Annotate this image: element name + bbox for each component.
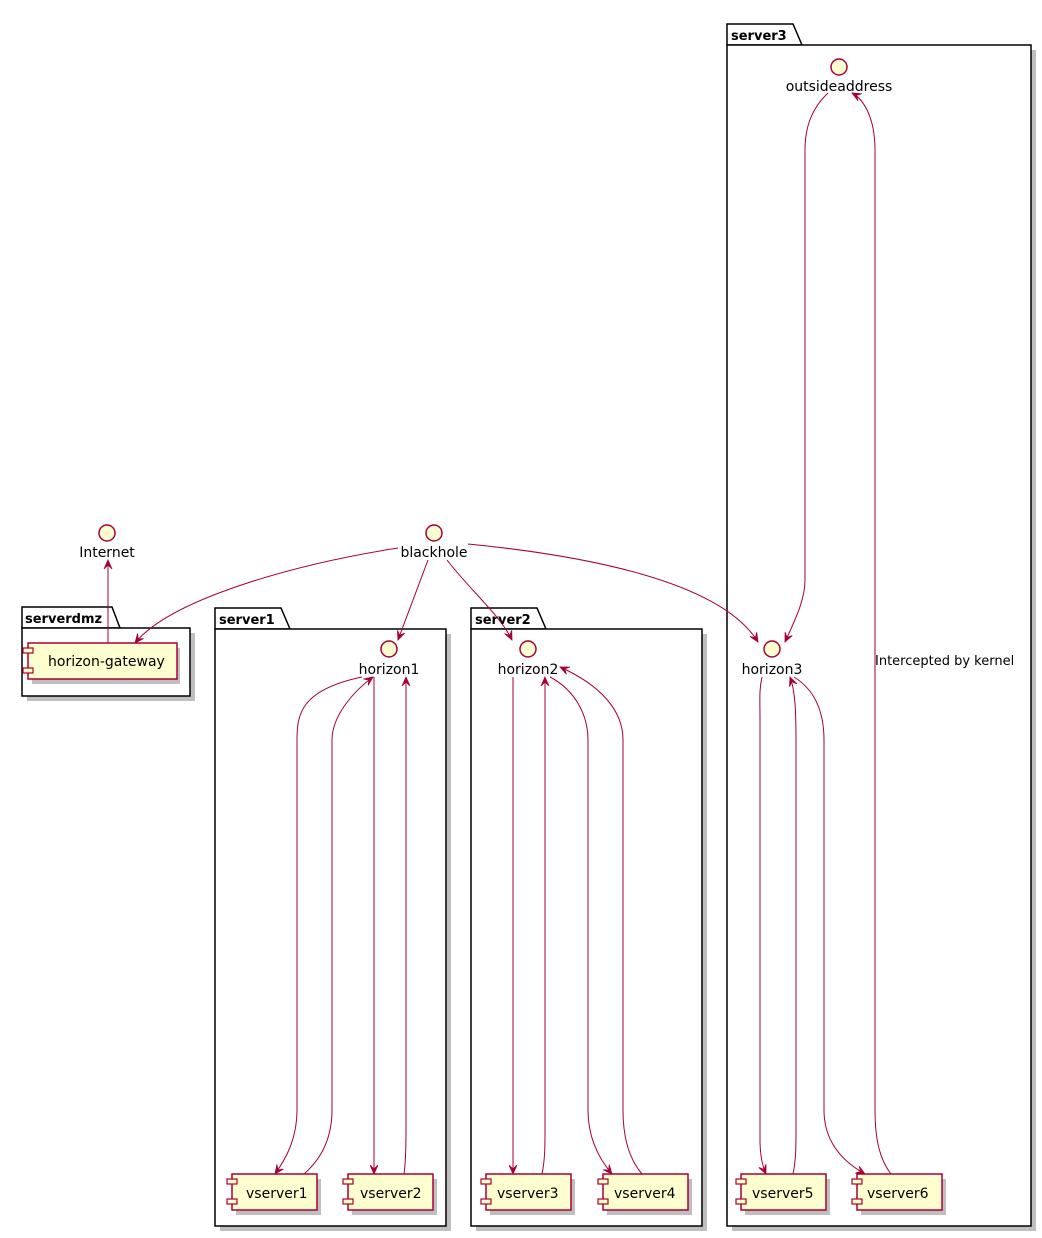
- component-tab-icon: [342, 1178, 354, 1185]
- edge-label-intercepted: Intercepted by kernel: [875, 654, 1014, 669]
- interface-label-horizon2: horizon2: [498, 662, 559, 678]
- interface-label-internet: Internet: [79, 545, 135, 561]
- package-server1[interactable]: server1: [214, 607, 451, 1231]
- component-vserver2[interactable]: vserver2: [342, 1173, 437, 1215]
- edge-vserver5-to-horizon3: [790, 677, 796, 1175]
- component-vserver3[interactable]: vserver3: [480, 1173, 575, 1215]
- interface-blackhole[interactable]: blackhole: [400, 524, 468, 561]
- edge-vserver3-to-horizon2: [542, 677, 545, 1175]
- interface-circle-icon: [425, 524, 443, 542]
- edge-vserver4-to-horizon2: [560, 666, 643, 1175]
- component-tab-icon: [22, 647, 34, 654]
- component-horizon-gateway[interactable]: horizon-gateway: [22, 642, 180, 684]
- edge-blackhole-to-gateway: [135, 547, 399, 643]
- component-vserver1[interactable]: vserver1: [226, 1173, 321, 1215]
- component-tab-icon: [851, 1198, 863, 1205]
- interface-horizon1[interactable]: horizon1: [359, 640, 420, 678]
- package-server3[interactable]: server3: [726, 23, 1036, 1231]
- edge-vserver6-to-outsideaddress: [852, 93, 892, 1175]
- edge-horizon2-to-vserver4: [549, 676, 612, 1174]
- component-vserver6[interactable]: vserver6: [851, 1173, 946, 1215]
- interface-circle-icon: [98, 524, 116, 542]
- edge-horizon3-to-vserver6: [793, 676, 865, 1174]
- edge-horizon3-to-vserver5: [760, 676, 767, 1174]
- interface-circle-icon: [763, 640, 781, 658]
- component-tab-icon: [735, 1198, 747, 1205]
- interface-horizon2[interactable]: horizon2: [498, 640, 559, 678]
- edges: [108, 92, 892, 1175]
- component-tab-icon: [480, 1198, 492, 1205]
- edge-blackhole-to-horizon2: [446, 559, 513, 640]
- component-vserver5[interactable]: vserver5: [735, 1173, 830, 1215]
- interface-circle-icon: [380, 640, 398, 658]
- edge-outsideaddress-to-horizon3: [784, 92, 829, 642]
- edge-blackhole-to-horizon1: [398, 559, 429, 640]
- component-label-horizon-gateway: horizon-gateway: [48, 654, 165, 670]
- package-title-server1: server1: [219, 613, 275, 628]
- component-tab-icon: [22, 667, 34, 674]
- interface-circle-icon: [519, 640, 537, 658]
- component-tab-icon: [597, 1178, 609, 1185]
- package-server2[interactable]: server2: [470, 607, 707, 1231]
- interface-circle-icon: [830, 58, 848, 76]
- component-label-vserver3: vserver3: [497, 1186, 559, 1202]
- edge-horizon1-to-vserver1: [275, 676, 363, 1174]
- interface-label-outsideaddress: outsideaddress: [786, 79, 893, 95]
- edge-vserver1-to-horizon1: [303, 677, 373, 1175]
- edge-blackhole-to-horizon3: [467, 543, 758, 642]
- component-label-vserver2: vserver2: [360, 1186, 422, 1202]
- component-tab-icon: [480, 1178, 492, 1185]
- component-label-vserver6: vserver6: [867, 1186, 929, 1202]
- component-vserver4[interactable]: vserver4: [597, 1173, 692, 1215]
- edge-vserver2-to-horizon1: [404, 677, 406, 1175]
- interface-label-horizon3: horizon3: [742, 662, 803, 678]
- interface-label-horizon1: horizon1: [359, 662, 420, 678]
- component-tab-icon: [226, 1178, 238, 1185]
- interface-label-blackhole: blackhole: [400, 545, 467, 561]
- package-title-server3: server3: [731, 29, 787, 44]
- component-label-vserver5: vserver5: [752, 1186, 814, 1202]
- interface-horizon3[interactable]: horizon3: [742, 640, 803, 678]
- component-label-vserver1: vserver1: [246, 1186, 308, 1202]
- package-title-serverdmz: serverdmz: [25, 612, 102, 627]
- package-title-server2: server2: [475, 613, 531, 628]
- component-tab-icon: [851, 1178, 863, 1185]
- component-label-vserver4: vserver4: [614, 1186, 676, 1202]
- interface-outsideaddress[interactable]: outsideaddress: [786, 58, 893, 95]
- component-tab-icon: [342, 1198, 354, 1205]
- component-tab-icon: [597, 1198, 609, 1205]
- interface-internet[interactable]: Internet: [79, 524, 135, 561]
- component-tab-icon: [735, 1178, 747, 1185]
- component-tab-icon: [226, 1198, 238, 1205]
